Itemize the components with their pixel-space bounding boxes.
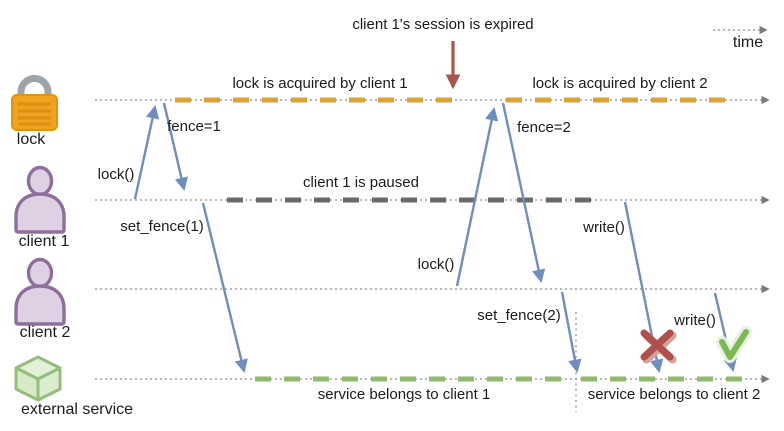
x-mark-icon: [640, 329, 677, 364]
message-label-write1: write(): [583, 219, 625, 236]
actor-label-lock: lock: [16, 131, 46, 148]
person-icon: [14, 257, 66, 326]
message-label-fence2: fence=2: [517, 119, 571, 136]
arrow-fence2-reply: [501, 102, 546, 283]
message-label-fence1: fence=1: [167, 118, 221, 135]
message-label-write2: write(): [674, 312, 716, 329]
actor-label-client2: client 2: [19, 324, 71, 341]
message-label-lock2: lock(): [417, 256, 455, 273]
actor-label-client1: client 1: [18, 233, 70, 250]
segment-label-client1-paused: client 1 is paused: [303, 174, 419, 191]
actor-label-external-service: external service: [20, 401, 134, 418]
segment-label-service-client2: service belongs to client 2: [587, 386, 761, 403]
time-axis-label: time: [732, 34, 764, 51]
message-label-set-fence1: set_fence(1): [120, 218, 204, 235]
arrow-set-fence1: [201, 202, 248, 373]
message-label-lock1: lock(): [97, 166, 135, 183]
arrow-set-fence2: [560, 291, 582, 373]
cube-icon: [14, 355, 62, 402]
segment-label-lock-client1: lock is acquired by client 1: [232, 75, 408, 92]
person-icon: [14, 165, 66, 234]
arrow-lock-call-client2: [455, 107, 499, 287]
session-expired-label: client 1's session is expired: [352, 16, 534, 33]
padlock-icon: [11, 75, 58, 131]
message-label-set-fence2: set_fence(2): [477, 307, 561, 324]
segment-label-lock-client2: lock is acquired by client 2: [532, 75, 708, 92]
check-mark-icon: [716, 326, 752, 363]
segment-label-service-client1: service belongs to client 1: [317, 386, 491, 403]
arrow-fence1-reply: [162, 102, 188, 191]
arrow-lock-call-client1: [133, 105, 160, 200]
